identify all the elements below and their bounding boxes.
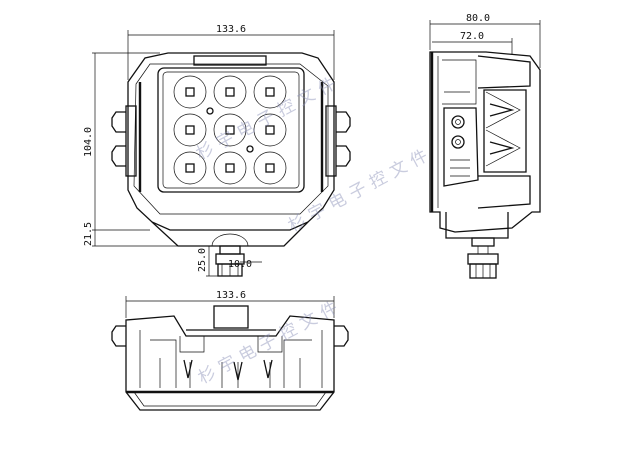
watermark-text-3: 杉宇电子控文件 (195, 295, 347, 388)
front-width-label: 133.6 (216, 24, 246, 35)
side-depth-body-label: 72.0 (460, 31, 484, 42)
front-view (111, 52, 351, 277)
front-dimensions (92, 30, 335, 277)
bolt-length-label: 25.0 (197, 248, 208, 272)
side-depth-overall-label: 80.0 (466, 13, 490, 24)
bracket-height-label: 21.5 (83, 222, 94, 246)
bottom-dimensions (125, 296, 335, 318)
watermark-text-2: 杉宇电子控文件 (285, 143, 437, 236)
front-height-label: 104.0 (83, 127, 94, 157)
bottom-view (111, 305, 349, 411)
bolt-diameter-label: 10.0 (228, 259, 252, 270)
side-view (429, 51, 541, 279)
side-dimensions (429, 20, 541, 68)
bottom-width-label: 133.6 (216, 290, 246, 301)
